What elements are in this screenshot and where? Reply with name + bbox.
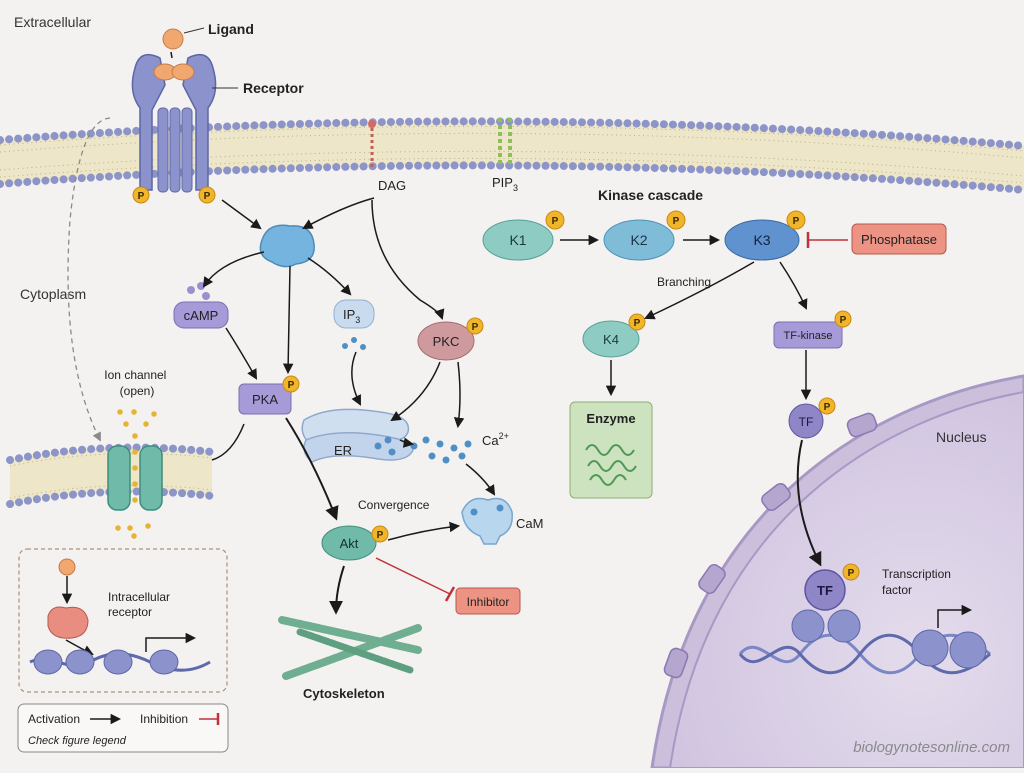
tf-nuclear[interactable]: TF P: [804, 563, 860, 611]
ion-channel-label: Ion channel (open): [104, 368, 169, 398]
svg-text:K4: K4: [603, 332, 619, 347]
k4-kinase[interactable]: K4 P: [582, 313, 646, 358]
calmodulin[interactable]: [461, 497, 513, 545]
pip3-lipid: [498, 118, 512, 166]
svg-text:TF: TF: [817, 583, 833, 598]
region-label-extracellular: Extracellular: [14, 14, 91, 30]
inhibition-arrows: [375, 232, 848, 602]
ligand[interactable]: [162, 28, 184, 50]
calcium-label: Ca2+: [482, 431, 509, 448]
er-label: ER: [334, 443, 352, 458]
ip3-node[interactable]: IP3: [333, 299, 375, 350]
legend-inhibition-label: Inhibition: [140, 712, 188, 726]
phosphatase-box[interactable]: Phosphatase: [851, 223, 947, 255]
svg-text:P: P: [472, 322, 479, 333]
inset-label: Intracellular receptor: [108, 590, 173, 619]
convergence-label: Convergence: [358, 498, 430, 512]
transcription-factor-label: Transcription factor: [882, 567, 954, 597]
svg-text:P: P: [552, 216, 559, 227]
svg-text:P: P: [848, 568, 855, 579]
enzyme-box[interactable]: Enzyme: [569, 401, 653, 499]
receptor-phospho-right: P: [198, 186, 216, 204]
svg-text:TF-kinase: TF-kinase: [784, 330, 833, 342]
branching-label: Branching: [657, 275, 711, 289]
legend-activation-label: Activation: [28, 712, 80, 726]
calcium-ions: [410, 436, 472, 464]
legend-note: Check figure legend: [28, 735, 127, 747]
akt-kinase[interactable]: Akt P: [321, 525, 389, 561]
svg-text:P: P: [824, 402, 831, 413]
cytoskeleton-label: Cytoskeleton: [303, 686, 385, 701]
ion-channel[interactable]: [107, 409, 163, 539]
camp-node[interactable]: cAMP: [173, 282, 229, 329]
svg-text:PKC: PKC: [433, 334, 460, 349]
k1-kinase[interactable]: K1 P: [482, 210, 565, 261]
receptor-phospho-left: P: [132, 186, 150, 204]
ligand-label: Ligand: [208, 21, 254, 37]
region-label-cytoplasm: Cytoplasm: [20, 286, 86, 302]
k3-kinase[interactable]: K3 P: [724, 210, 806, 261]
translocation-dashed-arrow: [67, 117, 111, 442]
activation-arrows: [170, 51, 822, 615]
svg-text:Phosphatase: Phosphatase: [861, 232, 937, 247]
svg-text:IP3: IP3: [343, 307, 360, 325]
tf-kinase-box[interactable]: TF-kinase P: [773, 310, 852, 349]
inhibitor-box[interactable]: Inhibitor: [455, 587, 521, 615]
svg-text:Enzyme: Enzyme: [586, 411, 635, 426]
inset-panel: [18, 548, 228, 693]
pkc-kinase[interactable]: PKC P: [417, 317, 484, 361]
cam-label: CaM: [516, 516, 543, 531]
svg-text:K1: K1: [509, 232, 526, 248]
region-label-nucleus: Nucleus: [936, 429, 987, 445]
dag-label: DAG: [378, 178, 406, 193]
svg-text:P: P: [288, 380, 295, 391]
svg-text:P: P: [204, 191, 211, 202]
k2-kinase[interactable]: K2 P: [603, 210, 686, 261]
cascade-title: Kinase cascade: [598, 187, 703, 203]
legend-box: Activation Inhibition Check figure legen…: [17, 703, 229, 753]
transcription-start-arrow: [937, 604, 973, 628]
svg-text:P: P: [673, 216, 680, 227]
tf-cytoplasmic[interactable]: TF P: [788, 397, 836, 439]
svg-text:P: P: [634, 318, 641, 329]
pip3-label: PIP3: [492, 175, 518, 193]
receptor[interactable]: [131, 53, 217, 193]
watermark: biologynotesonline.com: [853, 739, 1010, 756]
svg-text:P: P: [377, 530, 384, 541]
svg-text:TF: TF: [799, 415, 814, 429]
dna-helix: [738, 609, 991, 675]
receptor-label: Receptor: [243, 80, 304, 96]
adaptor-protein[interactable]: [259, 224, 315, 268]
svg-text:cAMP: cAMP: [184, 308, 219, 323]
pka-kinase[interactable]: PKA P: [238, 375, 300, 415]
svg-text:Akt: Akt: [340, 536, 359, 551]
nucleus: [650, 374, 1024, 770]
dag-lipid: [368, 120, 376, 170]
svg-text:K3: K3: [753, 232, 770, 248]
svg-text:Inhibitor: Inhibitor: [467, 595, 510, 609]
cytoskeleton-filaments: [278, 616, 422, 680]
svg-text:PKA: PKA: [252, 392, 278, 407]
svg-text:P: P: [138, 191, 145, 202]
svg-text:K2: K2: [630, 232, 647, 248]
svg-text:P: P: [840, 315, 847, 326]
svg-text:P: P: [793, 216, 800, 227]
